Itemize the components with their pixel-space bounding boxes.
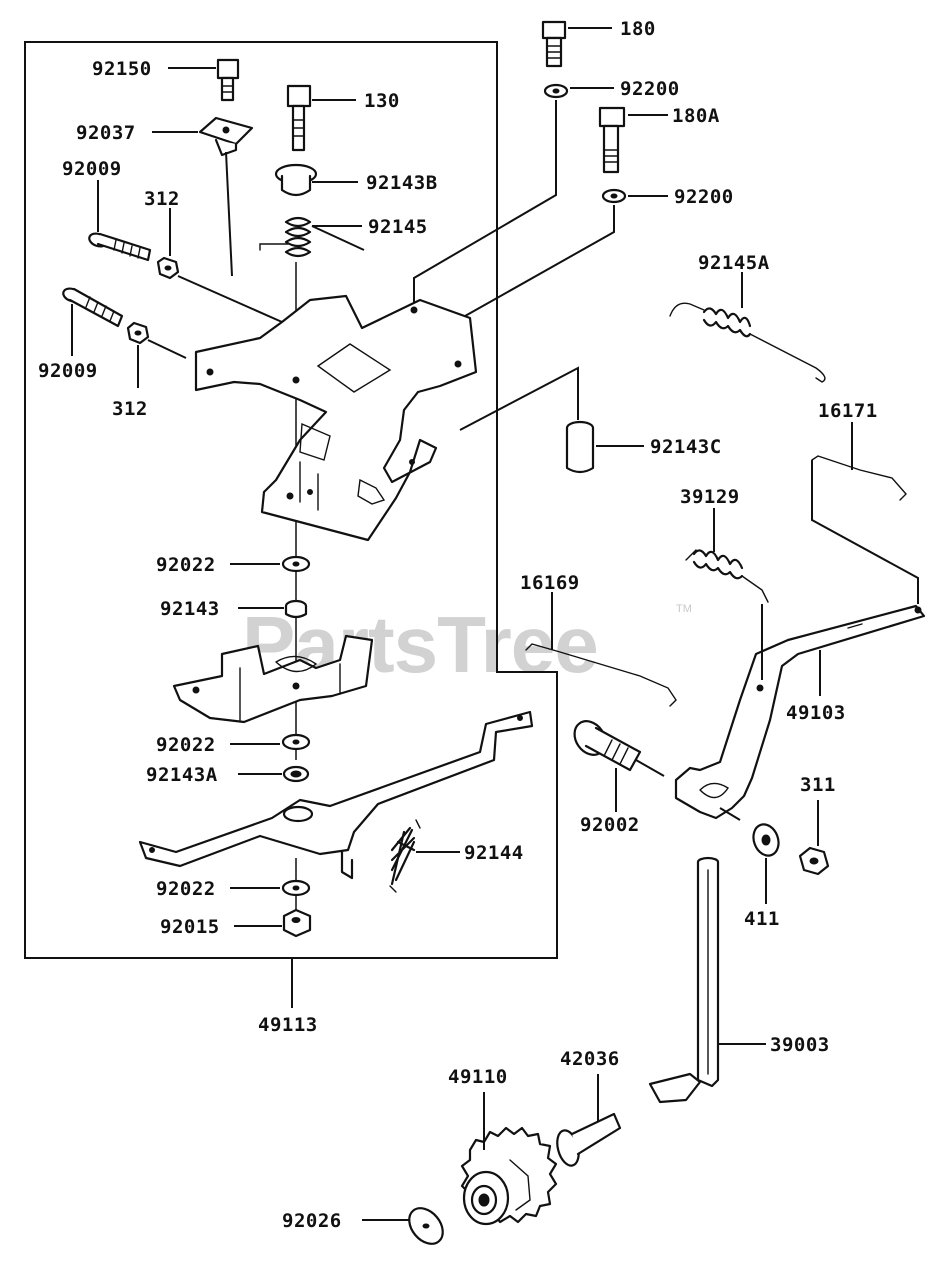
callout-label: 92150	[92, 58, 152, 80]
callout-label: 180A	[672, 105, 720, 127]
callout-label: 312	[112, 398, 148, 420]
bolt-130	[286, 84, 312, 152]
callout-label: 92015	[160, 916, 220, 938]
sub-plate	[172, 634, 374, 724]
nut-312-upper	[156, 256, 180, 280]
assembly-boundary	[24, 41, 558, 959]
callout-label: 92200	[620, 78, 680, 100]
callout-label: 92145A	[698, 252, 770, 274]
callout-label: 92022	[156, 734, 216, 756]
link-16169	[525, 643, 677, 707]
washer-411	[752, 823, 780, 857]
bolt-180a	[598, 106, 626, 174]
callout-label: 39003	[770, 1034, 830, 1056]
callout-label: 92143	[160, 598, 220, 620]
spring-92144	[389, 819, 421, 893]
callout-label: 92145	[368, 216, 428, 238]
callout-label: 49110	[448, 1066, 508, 1088]
link-16171	[811, 455, 907, 501]
callout-label: 92143B	[366, 172, 438, 194]
spring-92145	[259, 216, 312, 258]
callout-label: 92143A	[146, 764, 218, 786]
nut-311	[798, 846, 830, 876]
callout-label: 312	[144, 188, 180, 210]
callout-label: 92026	[282, 1210, 342, 1232]
callout-label: 92143C	[650, 436, 722, 458]
callout-label: 42036	[560, 1048, 620, 1070]
callout-label: 92002	[580, 814, 640, 836]
nut-312-lower	[126, 321, 150, 345]
bolt-92150	[216, 58, 240, 102]
bushing-92143c	[565, 420, 595, 474]
bolt-92009-lower	[62, 287, 124, 328]
callout-label: 39129	[680, 486, 740, 508]
callout-label: 92009	[62, 158, 122, 180]
bolt-92009-upper	[88, 232, 152, 262]
callout-label: 130	[364, 90, 400, 112]
governor-shaft	[648, 856, 720, 1104]
spring-92145a	[669, 302, 826, 383]
bushing-92143b	[274, 163, 318, 197]
callout-label: 16169	[520, 572, 580, 594]
control-plate	[194, 294, 478, 542]
callout-label: 311	[800, 774, 836, 796]
callout-label: 92037	[76, 122, 136, 144]
callout-label: 411	[744, 908, 780, 930]
clamp-92037	[198, 116, 254, 157]
callout-label: 92022	[156, 554, 216, 576]
callout-label: 16171	[818, 400, 878, 422]
governor-arm	[674, 604, 926, 820]
callout-label: 49113	[258, 1014, 318, 1036]
callout-label: 92144	[464, 842, 524, 864]
nut-92015	[282, 908, 312, 938]
gear-49110	[460, 1126, 558, 1226]
washer-92026	[408, 1207, 444, 1245]
control-lever	[138, 710, 534, 880]
callout-label: 92009	[38, 360, 98, 382]
callout-label: 92022	[156, 878, 216, 900]
spring-39129	[685, 549, 769, 603]
bolt-92002	[573, 720, 642, 772]
bushing-92143	[284, 599, 308, 619]
bolt-180	[541, 20, 567, 68]
callout-label: 180	[620, 18, 656, 40]
callout-label: 92200	[674, 186, 734, 208]
watermark-tm: TM	[676, 603, 692, 615]
callout-label: 49103	[786, 702, 846, 724]
pin-42036	[556, 1112, 622, 1167]
